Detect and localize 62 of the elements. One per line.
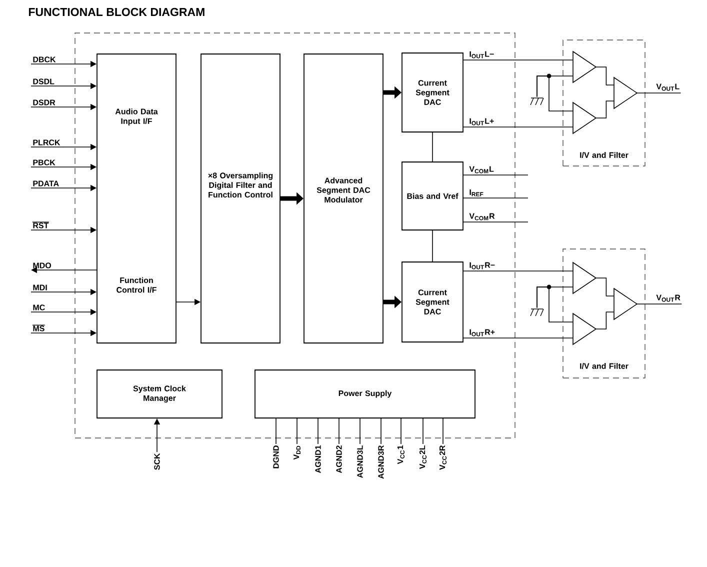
ground-symbol: [530, 308, 544, 316]
pin-label: RST: [32, 222, 50, 228]
pin-label: V$_{DD}$: [294, 446, 300, 460]
pin-label: MDI: [33, 284, 47, 290]
wire: [536, 76, 574, 112]
output-label: V$_{OUT}$L: [656, 84, 680, 91]
pin-label: DBCK: [33, 56, 56, 62]
pin-label: PLRCK: [33, 140, 60, 146]
filter-box: I/V and Filter: [562, 248, 646, 378]
pin-label: DGND: [273, 446, 279, 468]
wire: [536, 286, 574, 322]
block-box: Current Segment DAC: [402, 52, 464, 132]
pin-label: AGND3L: [357, 445, 363, 478]
edge-label: I$_{OUT}$L−: [470, 51, 494, 58]
edge-label: I$_{OUT}$R−: [470, 262, 495, 270]
wire: [463, 174, 528, 176]
chip-boundary: [74, 32, 516, 438]
wire: [422, 418, 424, 444]
block-box: Audio Data Input I/F Function Control I/F: [96, 54, 176, 344]
wire: [463, 270, 574, 272]
pin-label: PDATA: [33, 180, 59, 186]
block-box: Bias and Vref: [402, 162, 464, 230]
wire: [380, 418, 382, 444]
wire: [596, 278, 614, 296]
wire: [432, 230, 433, 262]
wire: [596, 312, 614, 330]
block-box: ×8 Oversampling Digital Filter and Function Control: [200, 54, 280, 344]
pin-label: DSDL: [33, 78, 54, 84]
edge-label: I$_{OUT}$L+: [470, 118, 494, 126]
wire: [338, 418, 340, 444]
pin-label: SCK: [154, 453, 160, 470]
edge-label: V$_{COM}$L: [469, 166, 494, 174]
wire: [400, 418, 402, 444]
wire: [596, 66, 614, 86]
edge-label: V$_{COM}$R: [469, 213, 495, 220]
wire: [296, 418, 298, 444]
wire: [432, 132, 433, 162]
pin-label: AGND2: [336, 446, 342, 473]
wire: [596, 100, 614, 118]
wire: [442, 418, 444, 444]
block-box: Power Supply: [254, 370, 476, 418]
wire: [463, 126, 574, 128]
pin-label: MDO: [33, 262, 52, 268]
output-label: V$_{OUT}$R: [656, 294, 680, 302]
pin-label: MS: [32, 324, 46, 332]
block-box: Advanced Segment DAC Modulator: [304, 54, 384, 344]
edge-label: I$_{OUT}$R+: [470, 329, 495, 336]
title: FUNCTIONAL BLOCK DIAGRAM: [28, 8, 204, 16]
pin-label: V$_{CC}$1: [398, 445, 404, 464]
ground-symbol: [530, 98, 544, 106]
wire: [636, 92, 682, 94]
pin-label: V$_{CC}$2R: [439, 445, 447, 470]
pin-label: V$_{CC}$2L: [419, 445, 427, 469]
filter-box: I/V and Filter: [562, 40, 646, 166]
pin-label: AGND1: [315, 445, 321, 473]
pin-label: PBCK: [33, 160, 56, 166]
pin-label: DSDR: [33, 100, 56, 106]
block-box: Current Segment DAC: [402, 262, 464, 342]
block-box: System Clock Manager: [96, 370, 222, 418]
pin-label: MC: [33, 304, 45, 310]
pin-label: AGND3R: [378, 445, 384, 479]
edge-label: I$_{REF}$: [470, 189, 484, 196]
